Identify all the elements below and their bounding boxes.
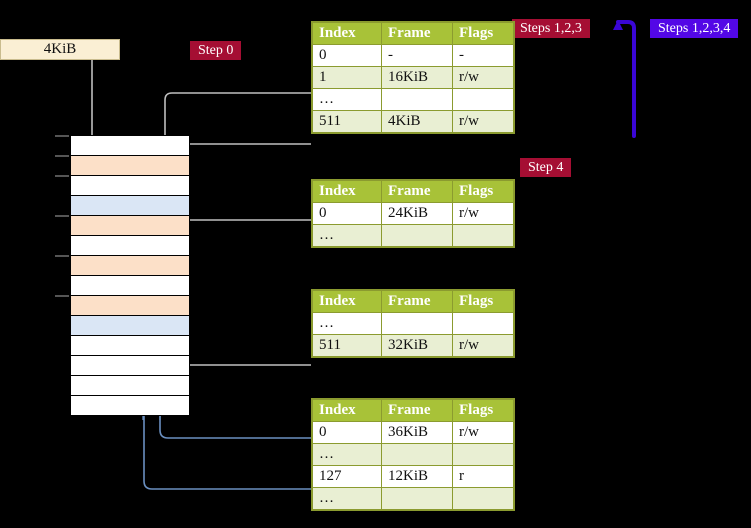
cell-index: …: [312, 312, 382, 335]
cell-frame: 36KiB: [381, 421, 453, 444]
cell-flags: r/w: [452, 110, 514, 133]
cell-flags: r: [452, 465, 514, 488]
cell-frame: 16KiB: [381, 66, 453, 89]
cell-index: 0: [312, 44, 382, 67]
cell-frame: 12KiB: [381, 465, 453, 488]
kib-caption-box: 4KiB: [0, 39, 120, 60]
cell-flags: r/w: [452, 334, 514, 357]
table-row: …: [312, 487, 514, 510]
cell-index: …: [312, 487, 382, 510]
cell-frame: 24KiB: [381, 202, 453, 225]
column-header-frame: Frame: [381, 22, 453, 45]
column-header-flags: Flags: [452, 180, 514, 203]
memory-row-tick: [55, 295, 69, 297]
cell-flags: -: [452, 44, 514, 67]
memory-row: [70, 355, 190, 376]
memory-row-tick: [55, 155, 69, 157]
memory-row: [55, 295, 190, 316]
cell-index: 127: [312, 465, 382, 488]
cell-flags: r/w: [452, 202, 514, 225]
cell-frame: [381, 312, 453, 335]
table-row: 0--: [312, 44, 514, 67]
memory-row: [55, 215, 190, 236]
memory-row: [55, 135, 190, 156]
cell-frame: [381, 88, 453, 111]
table-row: …: [312, 88, 514, 111]
table-row: …: [312, 312, 514, 335]
memory-column: [55, 135, 190, 416]
cell-index: 1: [312, 66, 382, 89]
memory-row: [55, 155, 190, 176]
memory-row: [70, 335, 190, 356]
badge-steps-123: Steps 1,2,3: [512, 19, 590, 38]
kib-label: 4KiB: [43, 41, 77, 57]
column-header-index: Index: [312, 399, 382, 422]
cell-frame: [381, 224, 453, 247]
cell-flags: r/w: [452, 66, 514, 89]
column-header-index: Index: [312, 290, 382, 313]
memory-row: [55, 175, 190, 196]
column-header-frame: Frame: [381, 290, 453, 313]
badge-steps-1234: Steps 1,2,3,4: [650, 19, 739, 38]
table-row: …: [312, 224, 514, 247]
cell-index: 511: [312, 334, 382, 357]
column-header-flags: Flags: [452, 399, 514, 422]
cell-frame: -: [381, 44, 453, 67]
cell-index: 0: [312, 421, 382, 444]
cell-flags: r/w: [452, 421, 514, 444]
cell-index: 511: [312, 110, 382, 133]
cell-flags: [452, 487, 514, 510]
cell-frame: 32KiB: [381, 334, 453, 357]
memory-row: [70, 195, 190, 216]
cell-index: 0: [312, 202, 382, 225]
column-header-frame: Frame: [381, 399, 453, 422]
memory-row: [55, 255, 190, 276]
column-header-flags: Flags: [452, 22, 514, 45]
memory-row-tick: [55, 255, 69, 257]
memory-row: [70, 235, 190, 256]
cell-flags: [452, 312, 514, 335]
column-header-index: Index: [312, 180, 382, 203]
column-header-flags: Flags: [452, 290, 514, 313]
cell-flags: [452, 88, 514, 111]
badge-step-0: Step 0: [190, 41, 242, 60]
memory-row-tick: [55, 215, 69, 217]
badge-step-4: Step 4: [520, 158, 572, 177]
memory-row-tick: [55, 175, 69, 177]
memory-row: [70, 395, 190, 416]
cell-frame: [381, 443, 453, 466]
cell-flags: [452, 443, 514, 466]
cell-flags: [452, 224, 514, 247]
memory-row-tick: [55, 135, 69, 137]
memory-row: [70, 375, 190, 396]
cell-index: …: [312, 224, 382, 247]
cell-frame: [381, 487, 453, 510]
memory-row: [70, 315, 190, 336]
column-header-index: Index: [312, 22, 382, 45]
cell-frame: 4KiB: [381, 110, 453, 133]
table-row: …: [312, 443, 514, 466]
cell-index: …: [312, 443, 382, 466]
column-header-frame: Frame: [381, 180, 453, 203]
memory-row: [70, 275, 190, 296]
cell-index: …: [312, 88, 382, 111]
